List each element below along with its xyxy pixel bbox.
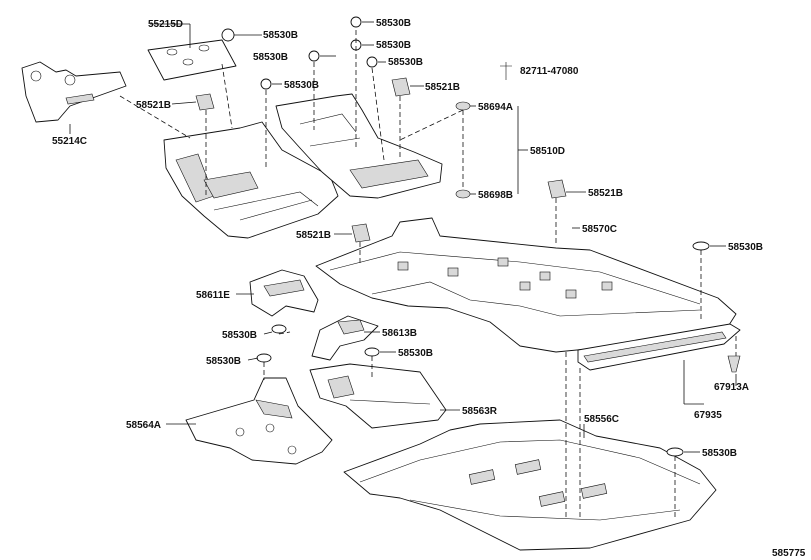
label-58521B-b: 58521B [136,100,171,111]
clip-58694A-icon [455,101,471,111]
label-67935: 67935 [694,410,722,421]
label-58564A: 58564A [126,420,161,431]
part-55214C-shape [21,61,127,123]
bolt-82711-icon [500,62,512,80]
label-58530B-bottom: 58530B [702,448,737,459]
label-58613B: 58613B [382,328,417,339]
bracket-58521B-2-icon [391,77,411,97]
label-67913A: 67913A [714,382,749,393]
label-58530B-f: 58530B [388,57,423,68]
clip-58530B-top4-icon [350,16,362,28]
label-58530B-e: 58530B [376,40,411,51]
bracket-58521B-3-icon [547,179,567,199]
bracket-58521B-1-icon [195,93,215,111]
part-55215D-shape [147,39,237,81]
part-front-left-carpet-shape [163,121,339,239]
label-58521B-a: 58521B [425,82,460,93]
clip-58530B-bottom-icon [666,447,684,457]
part-58564A-shape [185,377,333,465]
label-58530B-b: 58530B [253,52,288,63]
clip-58530B-top3-icon [260,78,272,90]
label-58521B-d: 58521B [296,230,331,241]
label-58521B-c: 58521B [588,188,623,199]
label-58530B-g: 58530B [728,242,763,253]
label-58563R: 58563R [462,406,498,417]
clip-58698B-icon [455,189,471,199]
clip-58530B-right-icon [692,241,710,251]
label-58530B-d: 58530B [376,18,411,29]
label-55215D: 55215D [148,19,183,30]
label-58570C: 58570C [582,224,617,235]
part-front-right-carpet-shape [275,93,443,199]
clip-58530B-mid2-icon [256,353,272,363]
label-58694A: 58694A [478,102,513,113]
part-58613B-shape [311,315,379,361]
label-55214C: 55214C [52,136,87,147]
clip-58530B-mid3-icon [364,347,380,357]
drawing-number: 585775 [772,548,806,559]
assembly-dashed-lines [119,30,737,520]
label-58698B: 58698B [478,190,513,201]
label-58530B-i: 58530B [206,356,241,367]
bracket-58521B-4-icon [351,223,371,243]
clip-58530B-mid1-icon [271,324,287,334]
part-67935-shape [577,323,741,371]
clip-67913A-icon [727,355,741,373]
leader-lines [69,21,737,453]
label-58530B-a: 58530B [263,30,298,41]
clip-58530B-top1-icon [221,28,235,42]
label-58510D: 58510D [530,146,565,157]
clip-58530B-top6-icon [366,56,378,68]
part-58556C-shape [343,419,717,551]
clip-58530B-top2-icon [308,50,320,62]
label-58556C: 58556C [584,414,619,425]
label-58530B-j: 58530B [398,348,433,359]
label-58611E: 58611E [196,290,230,301]
label-58530B-c: 58530B [284,80,319,91]
label-82711-47080: 82711-47080 [520,66,579,77]
part-58611E-shape [249,269,319,317]
label-58530B-h: 58530B [222,330,257,341]
part-58563R-shape [309,363,447,429]
